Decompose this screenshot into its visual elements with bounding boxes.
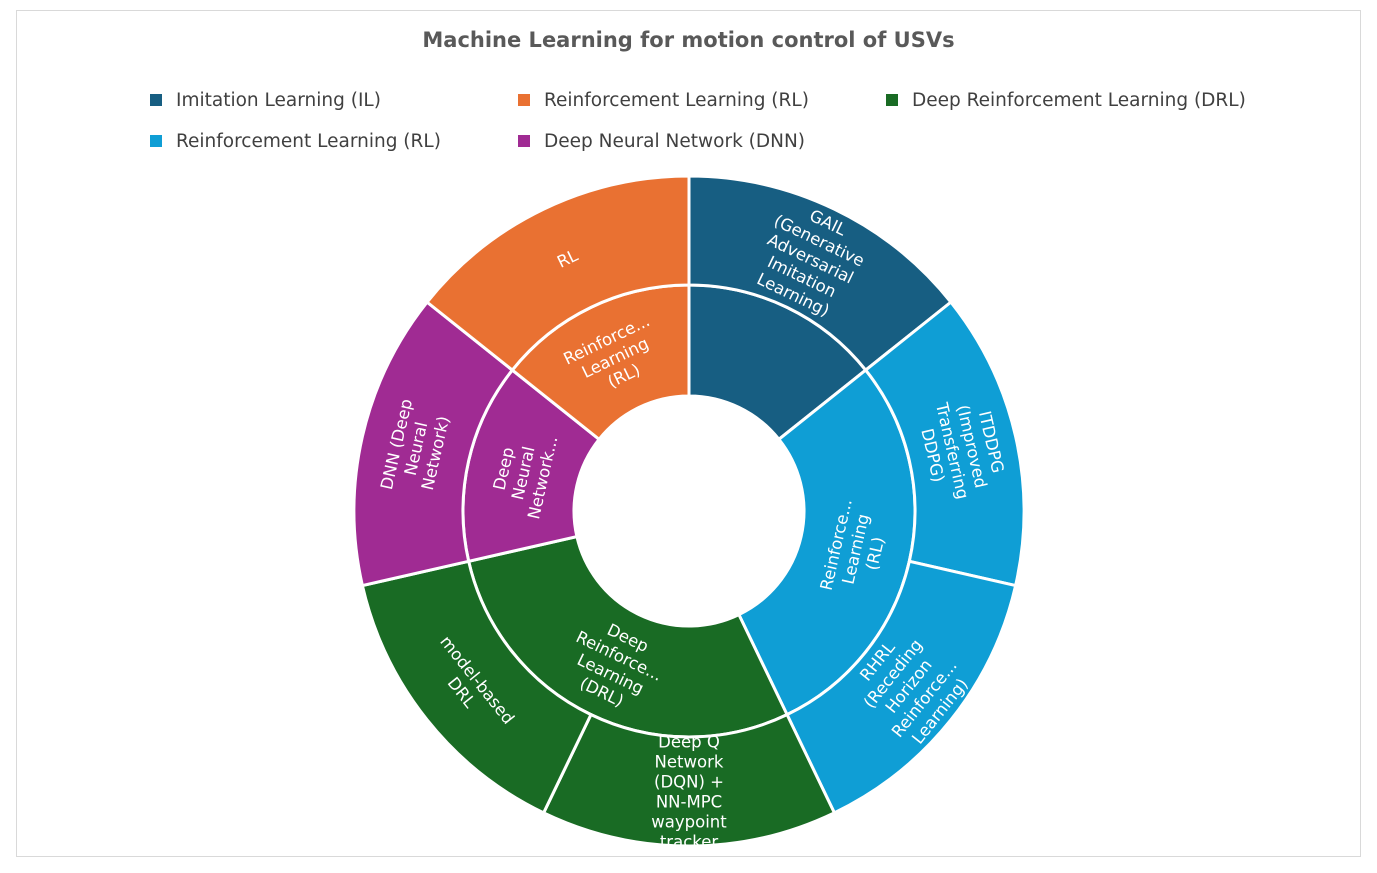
legend-label: Imitation Learning (IL) <box>176 89 381 111</box>
legend-label: Deep Reinforcement Learning (DRL) <box>912 89 1246 111</box>
legend-item-deep-neural-network[interactable]: Deep Neural Network (DNN) <box>518 129 805 153</box>
chart-title: Machine Learning for motion control of U… <box>422 28 955 52</box>
legend-swatch <box>518 135 530 147</box>
legend-swatch <box>518 94 530 106</box>
legend-label: Deep Neural Network (DNN) <box>544 130 806 152</box>
legend-swatch <box>150 94 162 106</box>
legend-swatch <box>886 94 898 106</box>
legend-item-reinforcement-learning-blue[interactable]: Reinforcement Learning (RL) <box>150 129 441 153</box>
legend-item-deep-reinforcement-learning[interactable]: Deep Reinforcement Learning (DRL) <box>886 88 1246 112</box>
legend-swatch <box>150 135 162 147</box>
legend-label: Reinforcement Learning (RL) <box>544 89 809 111</box>
legend-item-imitation-learning[interactable]: Imitation Learning (IL) <box>150 88 381 112</box>
legend-label: Reinforcement Learning (RL) <box>176 130 441 152</box>
outer-segment-4-0[interactable] <box>424 174 691 373</box>
legend-item-reinforcement-learning-orange[interactable]: Reinforcement Learning (RL) <box>518 88 809 112</box>
